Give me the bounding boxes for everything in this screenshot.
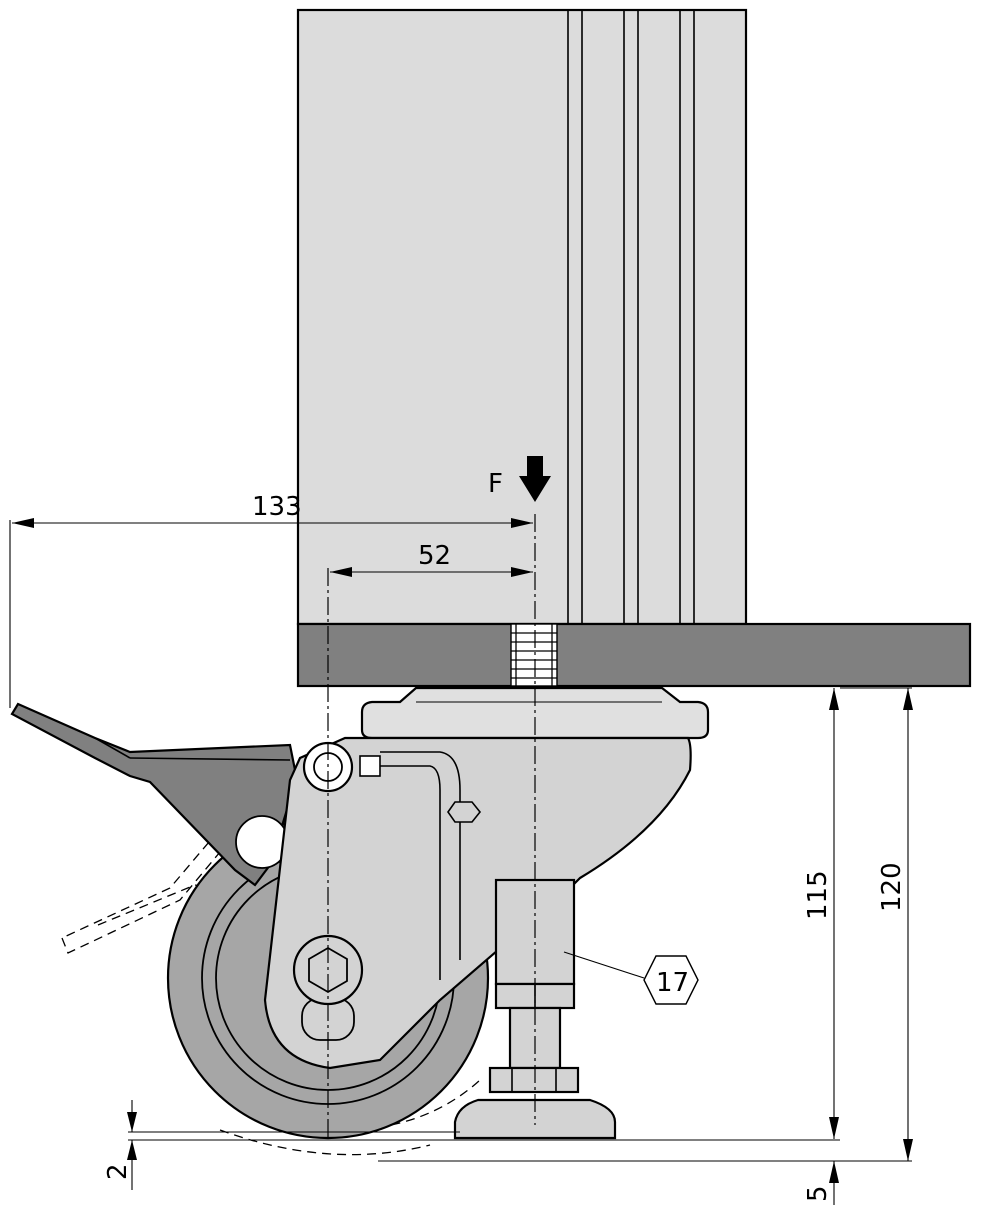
dimension-133-value: 133	[252, 492, 302, 522]
brake-pedal	[10, 702, 297, 887]
fork-housing	[263, 736, 692, 1070]
hexagon-icon	[643, 955, 699, 1005]
dimension-120: 120	[877, 688, 913, 1161]
aluminium-profile	[296, 8, 748, 626]
dimension-52-value: 52	[418, 541, 451, 571]
force-indicator: F	[488, 456, 551, 502]
dimension-115-value: 115	[803, 870, 833, 920]
dimension-52: 52	[330, 541, 533, 577]
dimension-133: 133	[9, 492, 533, 708]
brake-alternate-position	[61, 769, 481, 1156]
extension-lines	[128, 687, 912, 1162]
dimension-120-value: 120	[877, 862, 907, 912]
dimension-5-value: 5	[803, 1185, 833, 1202]
base-plate	[296, 622, 972, 688]
center-lines	[327, 514, 536, 1140]
dimension-2: 2	[103, 1100, 137, 1190]
dimension-5: 5	[803, 1161, 839, 1205]
part-number-label: 17	[656, 968, 689, 998]
down-arrow-icon	[519, 456, 551, 502]
force-label: F	[488, 469, 503, 499]
part-marker: 17	[563, 951, 699, 1005]
dimension-2-value: 2	[103, 1163, 133, 1180]
dimension-115: 115	[803, 688, 839, 1139]
